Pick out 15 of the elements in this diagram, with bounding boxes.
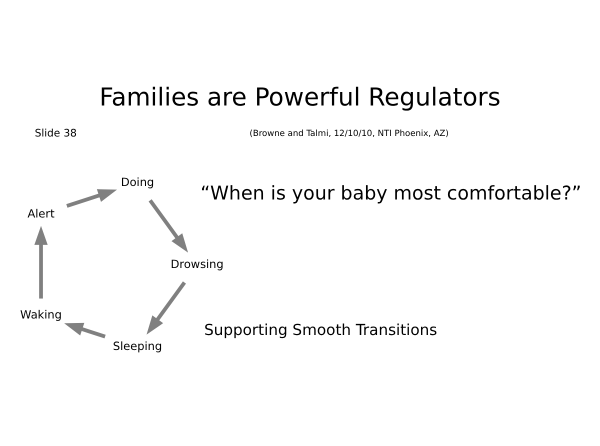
node-text: Drowsing	[170, 256, 224, 271]
label: Slide 38	[34, 128, 77, 140]
label: (Browne and Talmi, 12/10/10, NTI Phoenix, AZ)	[250, 129, 449, 140]
arrow	[146, 281, 186, 335]
diagram-title: Families are Powerful Regulators	[99, 82, 501, 112]
node-text: Sleeping	[112, 339, 162, 354]
arrow	[34, 226, 48, 299]
node-text: Doing	[120, 174, 154, 189]
arrow	[64, 322, 106, 338]
node-text: Alert	[27, 206, 55, 220]
label: “When is your baby most comfortable?”	[200, 182, 582, 205]
label: Supporting Smooth Transitions	[204, 321, 438, 340]
arrow	[148, 199, 188, 253]
arrow	[66, 189, 118, 208]
node-text: Waking	[20, 308, 62, 322]
